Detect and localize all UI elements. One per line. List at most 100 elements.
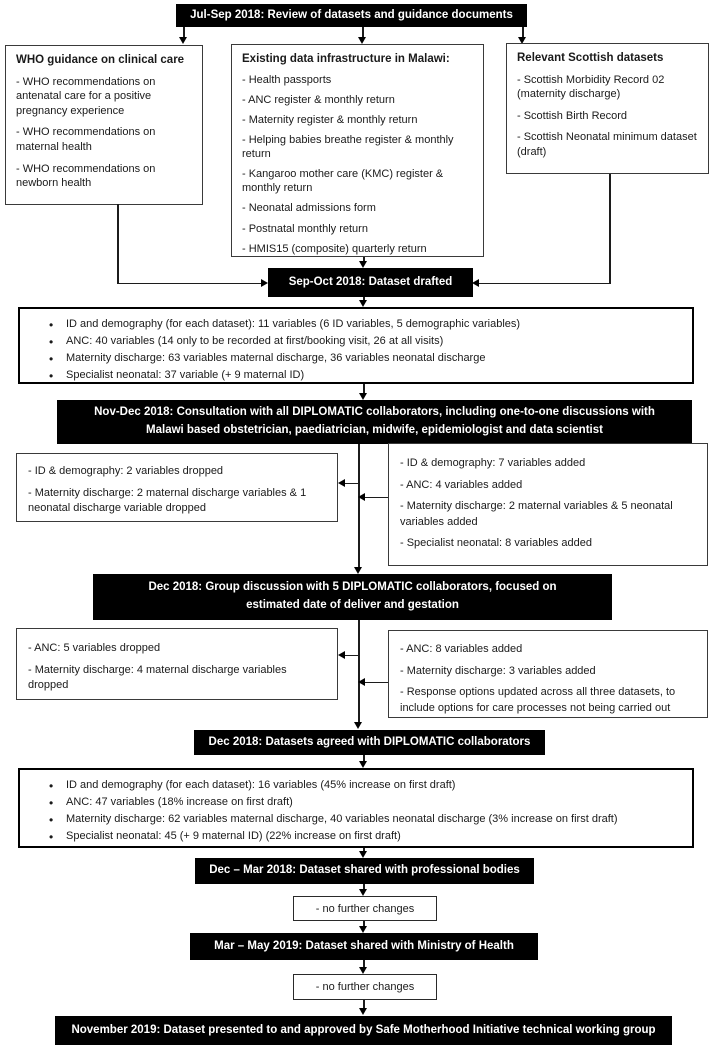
list-item: - Helping babies breathe register & mont… [242, 134, 454, 161]
arrow-left-icon [358, 493, 365, 501]
list-item: - ID & demography: 2 variables dropped [28, 465, 224, 477]
connector-line [609, 174, 611, 284]
arrow-down-icon [359, 1008, 367, 1015]
agreed-summary-box: ID and demography (for each dataset): 16… [18, 768, 694, 848]
connector-line [363, 848, 365, 852]
list-item: ANC: 47 variables (18% increase on first… [49, 794, 686, 813]
list-item: - Response options updated across all th… [400, 686, 676, 714]
consultation-added-box: - ID & demography: 7 variables added - A… [388, 443, 708, 566]
arrow-left-icon [338, 479, 345, 487]
phase-professional-box: Dec – Mar 2018: Dataset shared with prof… [195, 858, 534, 884]
arrow-down-icon [354, 722, 362, 729]
arrow-down-icon [359, 967, 367, 974]
connector-line [363, 884, 365, 890]
arrow-down-icon [359, 300, 367, 307]
connector-line [345, 482, 359, 485]
list-item: - ANC register & monthly return [242, 94, 395, 107]
connector-line [363, 257, 365, 263]
list-item: - Maternity discharge: 2 maternal discha… [28, 486, 307, 515]
list-item: Specialist neonatal: 45 (+ 9 maternal ID… [49, 828, 686, 847]
malawi-infrastructure-box: Existing data infrastructure in Malawi: … [231, 44, 484, 257]
list-item: - Maternity discharge: 3 variables added [400, 664, 596, 677]
no-changes-note-2: - no further changes [293, 974, 437, 1000]
list-item: ID and demography (for each dataset): 11… [49, 316, 686, 335]
arrow-left-icon [358, 678, 365, 686]
arrow-down-icon [518, 37, 526, 44]
list-item: ANC: 40 variables (14 only to be recorde… [49, 333, 686, 352]
malawi-infrastructure-title: Existing data infrastructure in Malawi: [242, 53, 450, 65]
list-item: - Health passports [242, 73, 332, 86]
connector-line [363, 960, 365, 968]
list-item: - Specialist neonatal: 8 variables added [400, 537, 593, 550]
connector-line [117, 204, 119, 284]
list-item: Maternity discharge: 63 variables matern… [49, 350, 686, 369]
list-item: - Neonatal admissions form [242, 202, 376, 215]
arrow-left-icon [338, 651, 345, 659]
phase-drafted-box: Sep-Oct 2018: Dataset drafted [268, 268, 473, 297]
connector-line [365, 496, 388, 499]
connector-line [117, 282, 262, 285]
phase-final-approval-box: November 2019: Dataset presented to and … [55, 1016, 672, 1045]
connector-line [358, 620, 360, 723]
no-changes-note-1: - no further changes [293, 896, 437, 921]
arrow-down-icon [359, 393, 367, 400]
connector-line [479, 282, 610, 285]
connector-line [363, 1000, 365, 1009]
arrow-down-icon [179, 37, 187, 44]
no-changes-label: - no further changes [315, 902, 415, 915]
draft-summary-list: ID and demography (for each dataset): 11… [20, 316, 692, 386]
arrow-left-icon [472, 279, 479, 287]
connector-line [183, 27, 185, 38]
consultation-dropped-box: - ID & demography: 2 variables dropped -… [16, 453, 338, 522]
connector-line [345, 654, 359, 657]
who-guidance-box: WHO guidance on clinical care - WHO reco… [5, 45, 203, 205]
connector-line [365, 681, 388, 684]
agreed-summary-list: ID and demography (for each dataset): 16… [20, 777, 692, 847]
no-changes-label: - no further changes [315, 981, 415, 993]
list-item: - ANC: 4 variables added [400, 478, 523, 491]
scottish-datasets-title: Relevant Scottish datasets [517, 52, 664, 64]
phase-consultation-box: Nov-Dec 2018: Consultation with all DIPL… [57, 400, 692, 444]
list-item: Specialist neonatal: 37 variable (+ 9 ma… [49, 367, 686, 386]
arrow-down-icon [359, 261, 367, 268]
connector-line [363, 384, 365, 394]
arrow-down-icon [359, 889, 367, 896]
scottish-datasets-box: Relevant Scottish datasets - Scottish Mo… [506, 43, 709, 174]
arrow-down-icon [359, 761, 367, 768]
phase-agreed-box: Dec 2018: Datasets agreed with DIPLOMATI… [194, 730, 545, 755]
phase-review-label: Jul-Sep 2018: Review of datasets and gui… [190, 8, 513, 21]
list-item: - ANC: 5 variables dropped [28, 642, 161, 654]
list-item: - Maternity register & monthly return [242, 114, 418, 127]
draft-summary-box: ID and demography (for each dataset): 11… [18, 307, 694, 386]
list-item: - Maternity discharge: 2 maternal variab… [400, 500, 673, 528]
arrow-down-icon [359, 926, 367, 933]
list-item: - Scottish Birth Record [517, 109, 628, 122]
list-item: - ANC: 8 variables added [400, 643, 523, 655]
list-item: - ID & demography: 7 variables added [400, 457, 586, 469]
connector-line [358, 444, 360, 568]
phase-final-approval-label: November 2019: Dataset presented to and … [71, 1023, 656, 1036]
group-added-box: - ANC: 8 variables added - Maternity dis… [388, 630, 708, 718]
phase-review-box: Jul-Sep 2018: Review of datasets and gui… [176, 4, 527, 27]
arrow-down-icon [359, 851, 367, 858]
phase-ministry-box: Mar – May 2019: Dataset shared with Mini… [190, 933, 538, 960]
list-item: - Scottish Neonatal minimum dataset (dra… [517, 131, 697, 158]
group-dropped-box: - ANC: 5 variables dropped - Maternity d… [16, 628, 338, 700]
connector-line [362, 27, 364, 38]
list-item: - Maternity discharge: 4 maternal discha… [28, 663, 287, 692]
phase-drafted-label: Sep-Oct 2018: Dataset drafted [288, 275, 453, 288]
phase-group-discussion-label: Dec 2018: Group discussion with 5 DIPLOM… [148, 581, 557, 611]
arrow-down-icon [354, 567, 362, 574]
phase-agreed-label: Dec 2018: Datasets agreed with DIPLOMATI… [208, 735, 531, 748]
list-item: - HMIS15 (composite) quarterly return [242, 242, 427, 255]
list-item: - WHO recommendations on newborn health [16, 162, 156, 190]
phase-ministry-label: Mar – May 2019: Dataset shared with Mini… [214, 939, 514, 952]
phase-group-discussion-box: Dec 2018: Group discussion with 5 DIPLOM… [93, 574, 612, 620]
list-item: Maternity discharge: 62 variables matern… [49, 811, 686, 830]
phase-professional-label: Dec – Mar 2018: Dataset shared with prof… [209, 864, 520, 877]
who-guidance-title: WHO guidance on clinical care [16, 54, 185, 66]
connector-line [522, 27, 524, 38]
arrow-down-icon [358, 37, 366, 44]
list-item: ID and demography (for each dataset): 16… [49, 777, 686, 796]
